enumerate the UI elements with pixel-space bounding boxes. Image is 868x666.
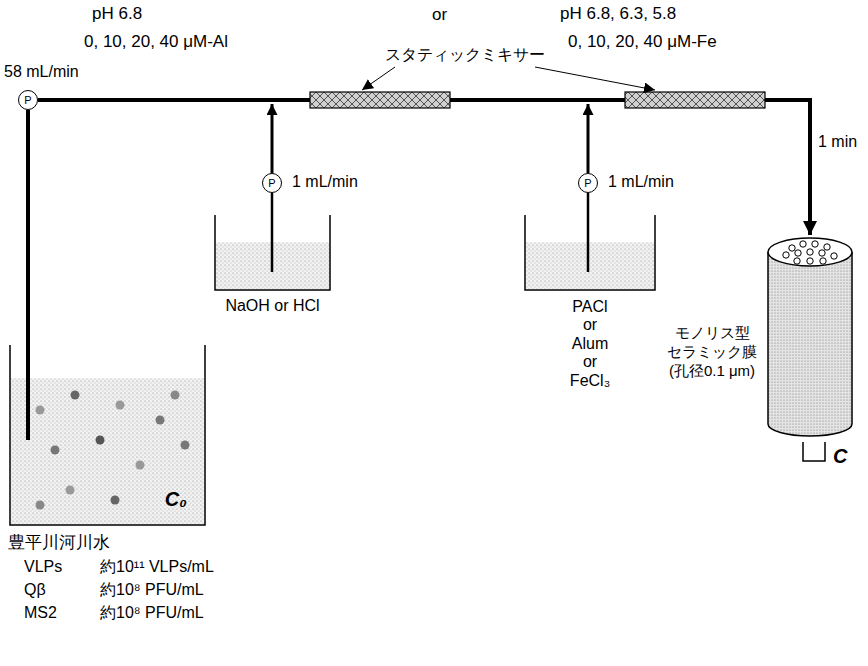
coagulant-beaker bbox=[525, 215, 655, 290]
coagulant-beaker: PACl or Alum or FeCl₃ bbox=[525, 215, 655, 290]
text-label: 1 min bbox=[818, 132, 857, 151]
collection-cup: C bbox=[803, 440, 825, 461]
coagulant-liquid bbox=[526, 242, 654, 289]
text-label: or bbox=[432, 5, 447, 25]
membrane-channel bbox=[807, 249, 813, 255]
text-label: 約10⁸ PFU/mL bbox=[100, 580, 204, 599]
node-label: P bbox=[19, 91, 37, 109]
node-label: P bbox=[263, 174, 281, 192]
dosing-line bbox=[271, 104, 274, 173]
leader-line bbox=[362, 67, 395, 90]
pump-symbol: P bbox=[18, 90, 38, 110]
node-label: モノリス型 セラミック膜 (孔径0.1 μm) bbox=[662, 324, 762, 380]
intake-tube bbox=[26, 345, 30, 440]
pipe-line bbox=[587, 193, 590, 215]
membrane-channel bbox=[789, 245, 795, 251]
membrane-channel bbox=[783, 252, 789, 258]
node-label: C bbox=[833, 444, 847, 468]
source-beaker bbox=[10, 345, 205, 525]
membrane-channel bbox=[820, 258, 826, 264]
node-label: P bbox=[579, 174, 597, 192]
text-label: 約10⁸ PFU/mL bbox=[100, 603, 204, 622]
pipe-line bbox=[271, 193, 274, 215]
source-beaker: C₀ bbox=[10, 345, 205, 525]
pump-symbol: P bbox=[578, 173, 598, 193]
text-label: 約10¹¹ VLPs/mL bbox=[100, 557, 214, 576]
static-mixer bbox=[625, 92, 765, 108]
text-label: 0, 10, 20, 40 μM-Al bbox=[84, 32, 228, 52]
membrane-channel bbox=[824, 244, 830, 250]
membrane-channel bbox=[831, 253, 837, 259]
membrane-channel bbox=[795, 250, 801, 256]
virus-particle bbox=[136, 461, 145, 470]
membrane-channel bbox=[800, 241, 806, 247]
text-label: 58 mL/min bbox=[4, 62, 79, 81]
membrane-channels bbox=[783, 241, 837, 264]
text-label: スタティックミキサー bbox=[385, 45, 545, 64]
membrane-channel bbox=[819, 250, 825, 256]
reagent-beaker bbox=[215, 215, 330, 290]
text-label: pH 6.8 bbox=[92, 4, 142, 24]
text-label: 豊平川河川水 bbox=[8, 533, 110, 553]
membrane-channel bbox=[807, 258, 813, 264]
text-label: 1 mL/min bbox=[292, 172, 358, 191]
virus-particle bbox=[116, 401, 125, 410]
pipe-line bbox=[38, 100, 810, 235]
leader-line bbox=[535, 67, 655, 90]
ceramic-membrane bbox=[768, 252, 852, 436]
virus-particle bbox=[111, 496, 120, 505]
virus-particle bbox=[36, 406, 45, 415]
static-mixer bbox=[310, 92, 450, 108]
text-label: 0, 10, 20, 40 μM-Fe bbox=[568, 32, 717, 52]
collection-cup bbox=[803, 442, 825, 461]
membrane-channel bbox=[794, 258, 800, 264]
river-water bbox=[11, 378, 204, 524]
text-label: MS2 bbox=[24, 603, 57, 622]
virus-particle bbox=[51, 446, 60, 455]
node-label: PACl or Alum or FeCl₃ bbox=[570, 298, 610, 390]
virus-particle bbox=[36, 501, 45, 510]
virus-particle bbox=[96, 436, 105, 445]
ceramic-membrane: モノリス型 セラミック膜 (孔径0.1 μm) bbox=[768, 236, 852, 436]
membrane-channel bbox=[812, 241, 818, 247]
membrane-top bbox=[768, 238, 852, 266]
virus-particle bbox=[156, 416, 165, 425]
node-label: NaOH or HCl bbox=[225, 296, 319, 315]
node-label: C₀ bbox=[165, 487, 187, 511]
virus-particle bbox=[171, 391, 180, 400]
virus-particle bbox=[71, 391, 80, 400]
reagent-tube bbox=[271, 215, 274, 272]
virus-particle bbox=[66, 486, 75, 495]
dosing-line bbox=[587, 104, 590, 173]
text-label: 1 mL/min bbox=[608, 172, 674, 191]
text-label: Qβ bbox=[24, 580, 46, 599]
reagent-beaker: NaOH or HCl bbox=[215, 215, 330, 290]
pump-symbol: P bbox=[262, 173, 282, 193]
text-label: VLPs bbox=[24, 557, 62, 576]
coagulant-tube bbox=[587, 215, 590, 272]
pipe-line bbox=[26, 110, 30, 345]
text-label: pH 6.8, 6.3, 5.8 bbox=[560, 4, 676, 24]
virus-particle bbox=[181, 441, 190, 450]
